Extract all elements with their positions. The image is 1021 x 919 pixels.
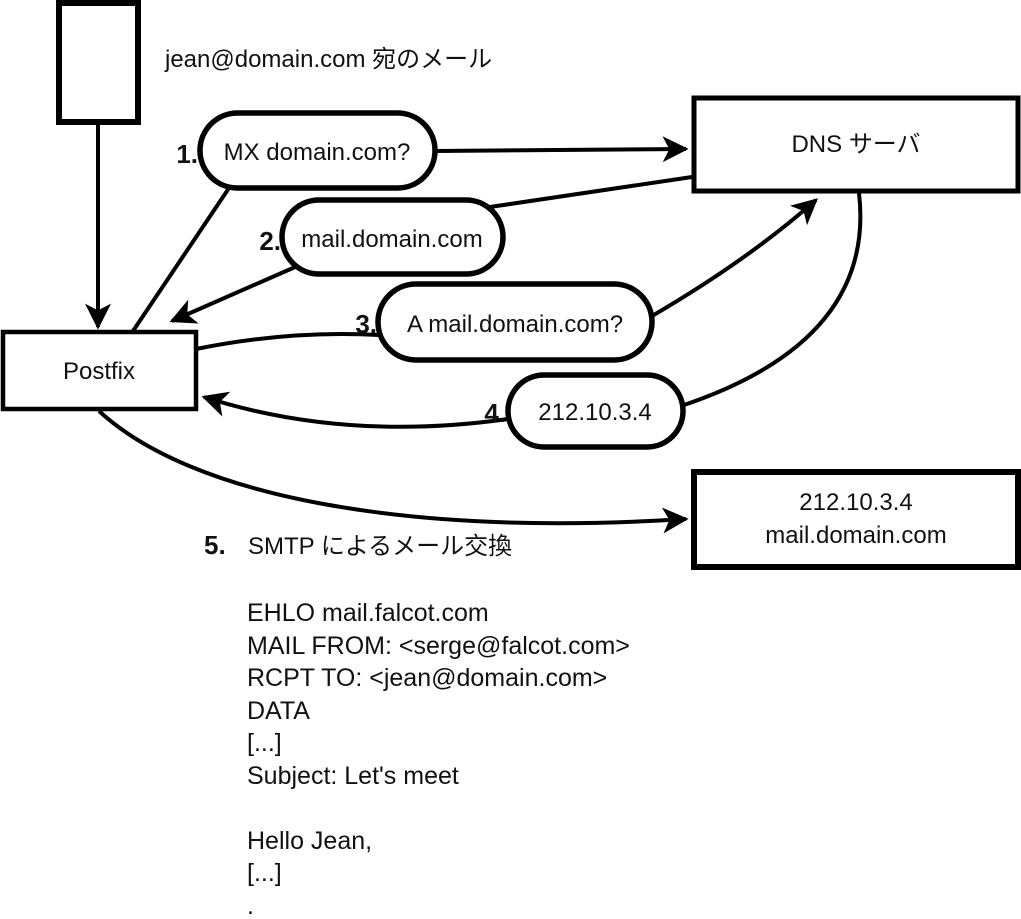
mail-server-box [691, 469, 1021, 570]
step-3-label: A mail.domain.com? [407, 311, 623, 338]
edge-postfix-to-query3 [195, 331, 380, 351]
step-5-number: 5. [204, 530, 226, 560]
smtp-line: Hello Jean, [247, 827, 372, 855]
edge-query3-to-dns [650, 198, 818, 318]
edge-answer2-to-postfix [169, 262, 303, 324]
dns-server-box [691, 95, 1021, 194]
mail-server-ip: 212.10.3.4 [799, 489, 912, 516]
step-3-query-a: 3. A mail.domain.com? [355, 281, 655, 363]
smtp-line: [...] [247, 859, 282, 887]
smtp-line: [...] [247, 729, 282, 757]
node-dns-server: DNS サーバ [691, 95, 1021, 194]
step-1-pill [197, 110, 438, 191]
smtp-line: DATA [247, 697, 310, 725]
smtp-line: . [247, 892, 254, 919]
step-4-answer-a: 4. 212.10.3.4 [484, 372, 686, 450]
step-5-smtp-exchange: 5. SMTP によるメール交換 [204, 530, 512, 560]
edge-postfix-to-mailserver [97, 409, 689, 534]
edge-query1-to-dns [434, 136, 689, 163]
mail-note: jean@domain.com 宛のメール [164, 46, 492, 73]
smtp-session-transcript: EHLO mail.falcot.com MAIL FROM: <serge@f… [247, 599, 630, 919]
step-2-label: mail.domain.com [301, 226, 482, 253]
node-mail-server: 212.10.3.4 mail.domain.com [691, 469, 1021, 570]
node-postfix: Postfix [0, 329, 199, 412]
step-2-pill [279, 197, 506, 277]
step-5-label: SMTP によるメール交換 [248, 533, 512, 560]
smtp-line: EHLO mail.falcot.com [247, 599, 489, 627]
step-1-label: MX domain.com? [224, 139, 411, 166]
smtp-line: MAIL FROM: <serge@falcot.com> [247, 632, 630, 660]
step-3-number: 3. [355, 309, 377, 339]
edge-dns-to-answer4 [683, 192, 863, 407]
postfix-label: Postfix [63, 358, 135, 385]
edge-dns-to-answer2 [489, 175, 693, 209]
step-1-query-mx: 1. MX domain.com? [176, 110, 438, 191]
edge-postfix-to-query1 [131, 183, 233, 333]
smtp-line: Subject: Let's meet [247, 762, 459, 790]
postfix-box [0, 329, 199, 412]
smtp-line: RCPT TO: <jean@domain.com> [247, 664, 607, 692]
edge-answer4-to-postfix [201, 391, 509, 429]
step-1-number: 1. [176, 139, 198, 169]
step-4-number: 4. [484, 398, 506, 428]
mail-server-host: mail.domain.com [765, 522, 946, 549]
dns-server-label: DNS サーバ [791, 131, 920, 158]
node-message: jean@domain.com 宛のメール [56, 0, 492, 125]
step-4-label: 212.10.3.4 [538, 399, 651, 426]
message-box [56, 0, 141, 125]
step-4-pill [505, 372, 686, 450]
step-2-number: 2. [259, 226, 281, 256]
step-3-pill [375, 281, 655, 363]
step-2-answer-mx: 2. mail.domain.com [259, 197, 506, 277]
edges [85, 122, 863, 534]
